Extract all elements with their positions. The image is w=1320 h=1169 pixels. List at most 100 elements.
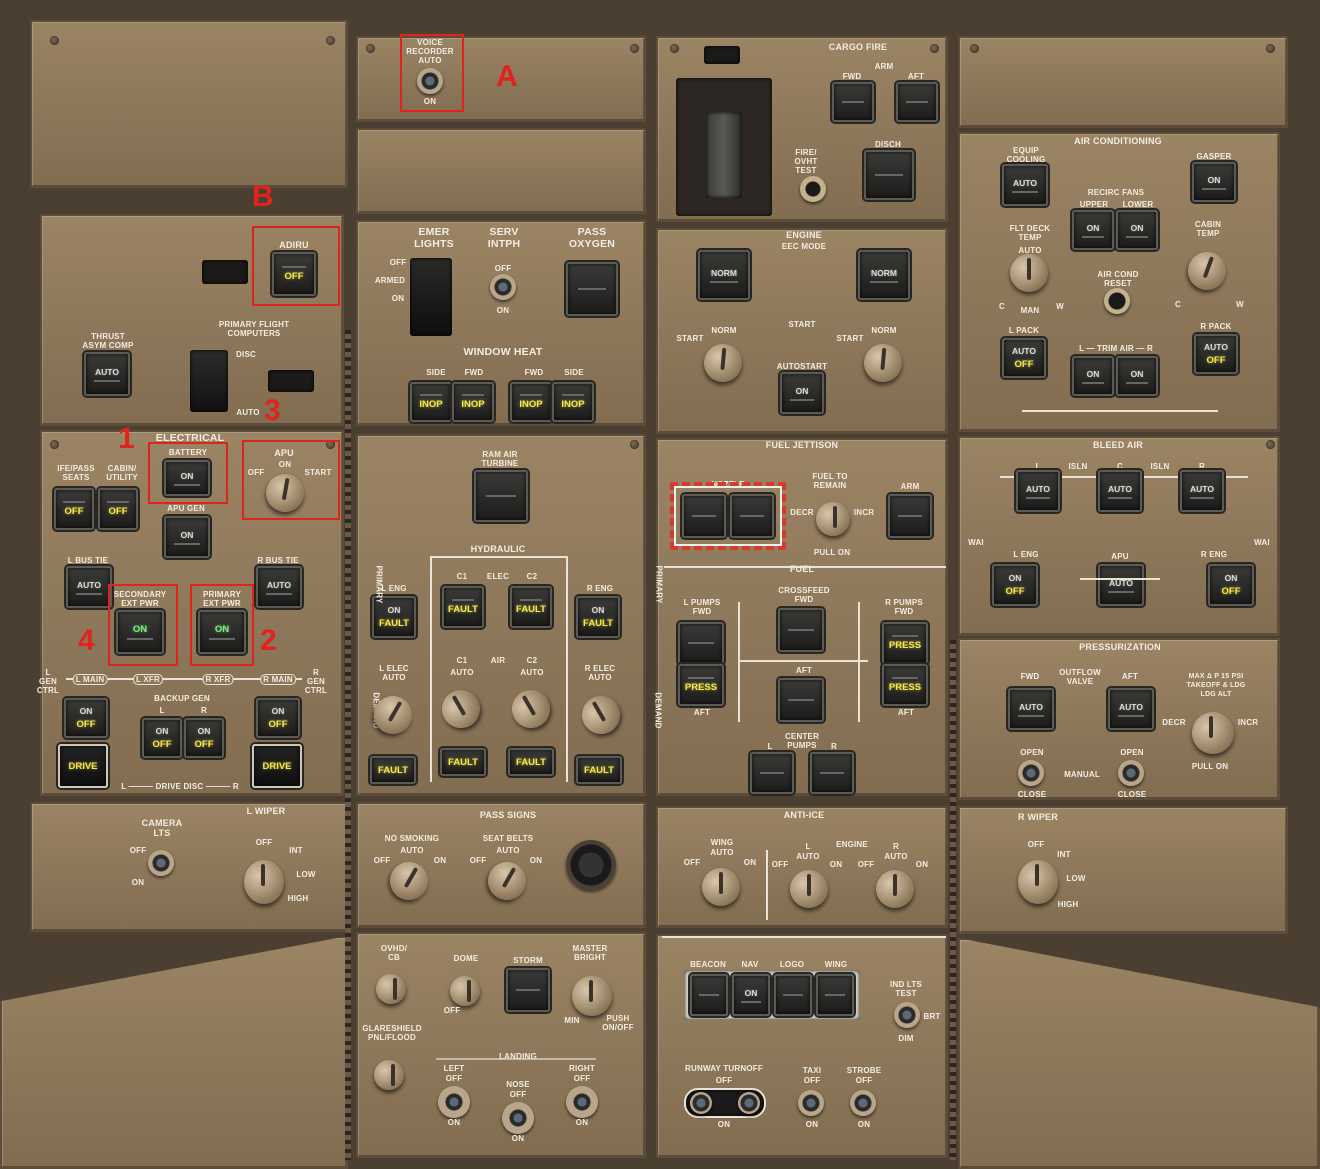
cargo-fire-fwd-button[interactable] [832,82,874,122]
pass-oxygen-button[interactable] [566,262,618,316]
cargo-fire-aft-label: AFT [907,72,925,81]
runway-l-switch[interactable] [690,1092,712,1114]
eec-l-button[interactable]: NORM [698,250,750,300]
wh-l-side-button[interactable]: INOP [410,382,452,422]
l-bus-tie-button[interactable]: AUTO [66,566,112,608]
runway-r-switch[interactable] [738,1092,760,1114]
r-wiper-knob[interactable] [1018,860,1058,904]
crossfeed-fwd-button[interactable] [778,608,824,652]
wing-anti-ice-knob[interactable] [702,868,740,906]
jettison-arm-button[interactable] [888,494,932,538]
pfc-disc-switch[interactable] [190,350,228,412]
bleed-apu-button[interactable]: AUTO [1098,564,1144,606]
beacon-button[interactable] [690,974,728,1016]
wh-l-fwd-button[interactable]: INOP [452,382,494,422]
emer-lights-switch-guard[interactable] [410,258,452,336]
sec-ext-pwr-button[interactable]: ON [116,610,164,654]
engine-anti-ice-label: ENGINE [836,840,868,849]
eng-l-anti-ice-knob[interactable] [790,870,828,908]
outflow-aft-manual-switch[interactable] [1118,760,1144,786]
master-bright-knob[interactable] [572,976,612,1016]
l-aft-pump-button[interactable]: PRESS [678,664,724,706]
ram-air-button[interactable] [474,470,528,522]
nozzle-l-button[interactable] [682,494,726,538]
cabin-button[interactable]: OFF [98,488,138,530]
ovhd-cb-knob[interactable] [376,974,406,1004]
eng-r-anti-ice-knob[interactable] [876,870,914,908]
glareshield-knob[interactable] [374,1060,404,1090]
apu-gen-button[interactable]: ON [164,516,210,558]
wing-lights-button[interactable] [816,974,854,1016]
camera-lts-switch[interactable] [148,850,174,876]
cargo-fire-disch-handle[interactable] [706,112,742,198]
storm-button[interactable] [506,968,550,1012]
headset-jack[interactable] [566,840,616,890]
r-drive-disc-button[interactable]: DRIVE [252,744,302,788]
battery-button[interactable]: ON [164,460,210,496]
l-wiper-knob[interactable] [244,860,284,904]
taxi-switch[interactable] [798,1090,824,1116]
wh-r-fwd-button[interactable]: INOP [510,382,552,422]
air-cond-reset-button[interactable] [1104,288,1130,314]
serv-intph-switch[interactable] [490,274,516,300]
nozzle-r-button[interactable] [730,494,774,538]
ldg-alt-knob[interactable] [1192,712,1234,754]
logo-button[interactable] [774,974,812,1016]
trim-air-r-button[interactable]: ON [1116,356,1158,396]
landing-left-switch[interactable] [438,1086,470,1118]
cargo-fire-test-button[interactable] [800,176,826,202]
equip-cooling-button[interactable]: AUTO [1002,164,1048,206]
cargo-fire-aft-button[interactable] [896,82,938,122]
ind-dim-label: DIM [898,1034,914,1043]
nav-button[interactable]: ON [732,974,770,1016]
r-norm-label: NORM [871,326,897,335]
l-drive-disc-button[interactable]: DRIVE [58,744,108,788]
landing-right-switch[interactable] [566,1086,598,1118]
trim-air-l-button[interactable]: ON [1072,356,1114,396]
cargo-fire-disch-button[interactable] [864,150,914,200]
adiru-button[interactable]: OFF [272,252,316,296]
autostart-button[interactable]: ON [780,372,824,414]
outflow-fwd-manual-switch[interactable] [1018,760,1044,786]
crossfeed-aft-button[interactable] [778,678,824,722]
hyd-c2-elec-button[interactable]: FAULT [510,586,552,628]
r-bus-tie-button[interactable]: AUTO [256,566,302,608]
bleed-isln-c-button[interactable]: AUTO [1098,470,1142,512]
l-fwd-pump-button[interactable] [678,622,724,664]
outflow-fwd-button[interactable]: AUTO [1008,688,1054,730]
gasper-button[interactable]: ON [1192,162,1236,202]
r-fwd-pump-button[interactable]: PRESS [882,622,928,664]
ife-button[interactable]: OFF [54,488,94,530]
strobe-switch[interactable] [850,1090,876,1116]
voice-recorder-switch[interactable] [417,68,443,94]
pri-ext-pwr-button[interactable]: ON [198,610,246,654]
dome-knob[interactable] [450,976,480,1006]
center-r-pump-button[interactable] [810,752,854,794]
rivet-strip-right [950,640,956,1160]
fuel-to-remain-knob[interactable] [816,502,850,536]
hyd-c1-elec-button[interactable]: FAULT [442,586,484,628]
bleed-isln-l-button[interactable]: AUTO [1016,470,1060,512]
eec-r-button[interactable]: NORM [858,250,910,300]
outflow-aft-button[interactable]: AUTO [1108,688,1154,730]
flt-deck-temp-knob[interactable] [1010,254,1048,292]
landing-nose-switch[interactable] [502,1102,534,1134]
thrust-asym-button[interactable]: AUTO [84,352,130,396]
center-l-pump-button[interactable] [750,752,794,794]
bleed-isln-r-button[interactable]: AUTO [1180,470,1224,512]
recirc-lower-button[interactable]: ON [1116,210,1158,250]
r-aft-pump-button[interactable]: PRESS [882,664,928,706]
wh-r-side-button[interactable]: INOP [552,382,594,422]
recirc-upper-button[interactable]: ON [1072,210,1114,250]
ind-lts-test-switch[interactable] [894,1002,920,1028]
